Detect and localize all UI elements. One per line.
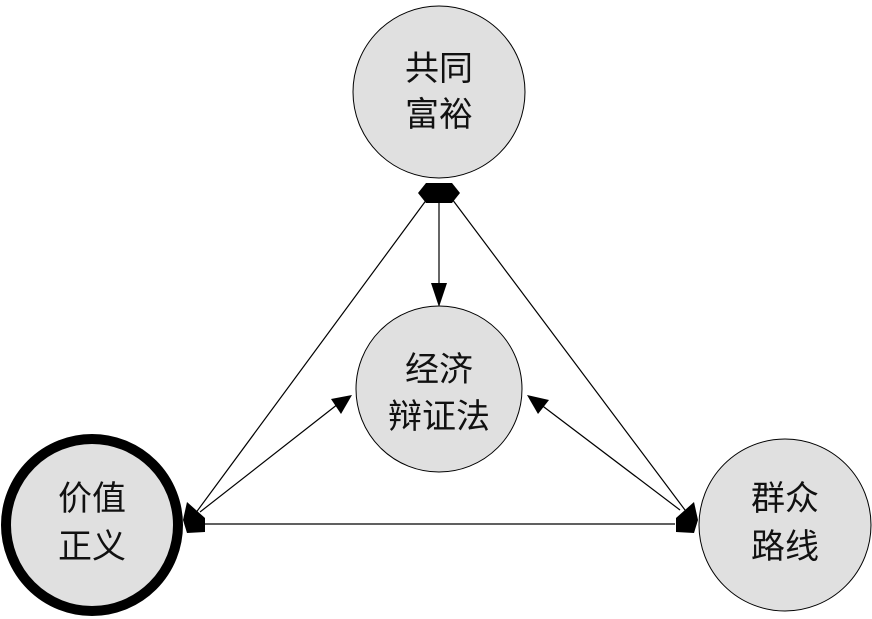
node-value-justice-circle: [1, 434, 183, 616]
edge-massline-dialectics: [539, 403, 681, 511]
node-mass-line-label-2: 路线: [751, 527, 819, 567]
arrowhead-massline: [676, 502, 698, 533]
node-value-justice-label-2: 正义: [58, 527, 126, 567]
node-mass-line-label-1: 群众: [751, 479, 819, 519]
edge-justice-to-dialectics: [199, 403, 339, 513]
arrowhead-dialectics-left: [331, 395, 352, 414]
edge-prosperity-massline: [448, 194, 689, 515]
node-common-prosperity-label-1: 共同: [405, 49, 473, 89]
arrowhead-prosperity-bottom: [418, 183, 460, 203]
node-economic-dialectics-label-1: 经济: [405, 350, 473, 390]
node-common-prosperity: 共同 富裕: [352, 5, 526, 179]
node-value-justice-label-1: 价值: [58, 479, 126, 519]
arrowhead-dialectics-top: [431, 283, 447, 307]
node-common-prosperity-circle: [352, 5, 526, 179]
node-mass-line: 群众 路线: [698, 438, 872, 612]
node-mass-line-circle: [698, 438, 872, 612]
arrowhead-dialectics-right: [527, 395, 549, 414]
node-economic-dialectics-circle: [355, 305, 523, 473]
node-value-justice: 价值 正义: [1, 434, 183, 616]
node-economic-dialectics: 经济 辩证法: [355, 305, 523, 473]
edges: [183, 183, 698, 533]
arrowhead-justice: [183, 502, 205, 533]
node-common-prosperity-label-2: 富裕: [405, 95, 473, 135]
edge-prosperity-justice: [194, 194, 431, 515]
node-economic-dialectics-label-2: 辩证法: [388, 397, 490, 437]
